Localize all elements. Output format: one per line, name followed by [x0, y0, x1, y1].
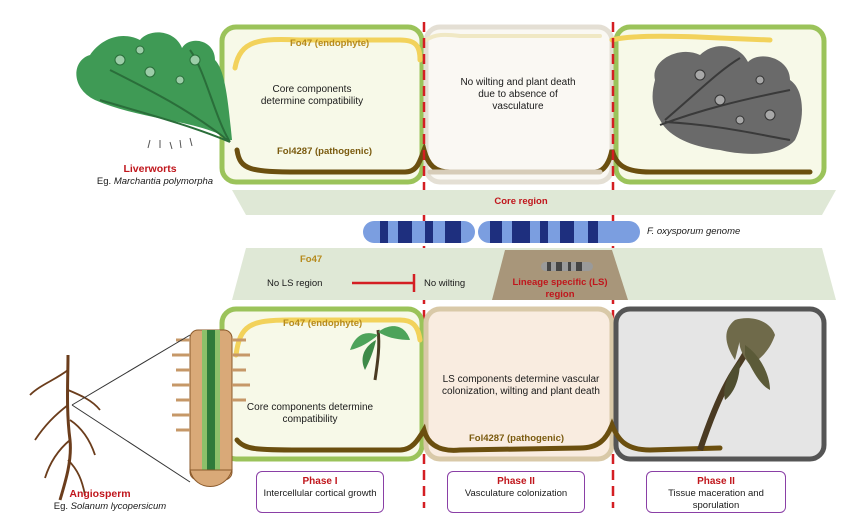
angiosperm-cell-2 — [423, 306, 615, 462]
ls-region-shape — [492, 250, 628, 300]
phase-1-desc: Intercellular cortical growth — [263, 488, 377, 499]
wilted-plant — [697, 318, 775, 451]
angiosperm-title: Angiosperm — [69, 488, 131, 500]
phase-2-title: Phase II — [497, 476, 535, 487]
phase-box-1: Phase I Intercellular cortical growth — [256, 471, 384, 513]
pathogen-hypha-bottom — [234, 418, 723, 453]
genome-chromosome — [363, 221, 640, 243]
inhibition-arrow — [352, 274, 416, 292]
phase-3-title: Phase II — [697, 476, 735, 487]
no-wilting-label: No wilting — [424, 278, 466, 289]
seedling — [350, 326, 410, 381]
endophyte-hypha-bottom — [233, 317, 423, 358]
phase-3-desc: Tissue maceration and sporulation — [668, 488, 764, 511]
phase-2-desc: Vasculature colonization — [464, 488, 568, 499]
liverwort-cell1-text: Core components determine compatibility — [260, 84, 364, 107]
fo47-label-bottom: Fo47 (endophyte) — [283, 318, 363, 329]
liverwort-cell2-text: No wilting and plant death due to absenc… — [460, 77, 576, 112]
dead-liverwort-plant — [652, 46, 802, 154]
angiosperm-example: Eg. Solanum lycopersicum — [53, 501, 167, 512]
fo47-label-top: Fo47 (endophyte) — [290, 38, 370, 49]
angiosperm-cell1-text: Core components determine compatibility — [246, 402, 374, 425]
phase-box-2: Phase II Vasculature colonization — [447, 471, 585, 513]
phase-box-3: Phase II Tissue maceration and sporulati… — [646, 471, 786, 513]
root-system — [29, 354, 101, 501]
core-region-band — [232, 190, 836, 215]
zoom-line-bottom — [71, 404, 191, 483]
fol-label-top: Fol4287 (pathogenic) — [277, 146, 373, 157]
liverwort-plant — [76, 32, 232, 150]
zoom-line-top — [71, 334, 191, 406]
angiosperm-cell2-text: LS components determine vascular coloniz… — [442, 374, 600, 397]
mini-chromosome — [541, 262, 593, 271]
core-region-label: Core region — [494, 196, 548, 207]
angiosperm-cell-3 — [613, 306, 827, 462]
liverworts-example: Eg. Marchantia polymorpha — [96, 176, 214, 187]
fo47-label-middle: Fo47 — [300, 254, 323, 265]
fol-label-bottom: Fol4287 (pathogenic) — [469, 433, 565, 444]
root-cross-section — [172, 329, 250, 487]
no-ls-region-label: No LS region — [267, 278, 323, 289]
genome-label: F. oxysporum genome — [647, 226, 741, 237]
ls-region-label: Lineage specific (LS) region — [512, 277, 608, 300]
liverworts-title: Liverworts — [123, 163, 177, 175]
phase-1-title: Phase I — [302, 476, 338, 487]
endophyte-hypha-top — [232, 33, 773, 71]
